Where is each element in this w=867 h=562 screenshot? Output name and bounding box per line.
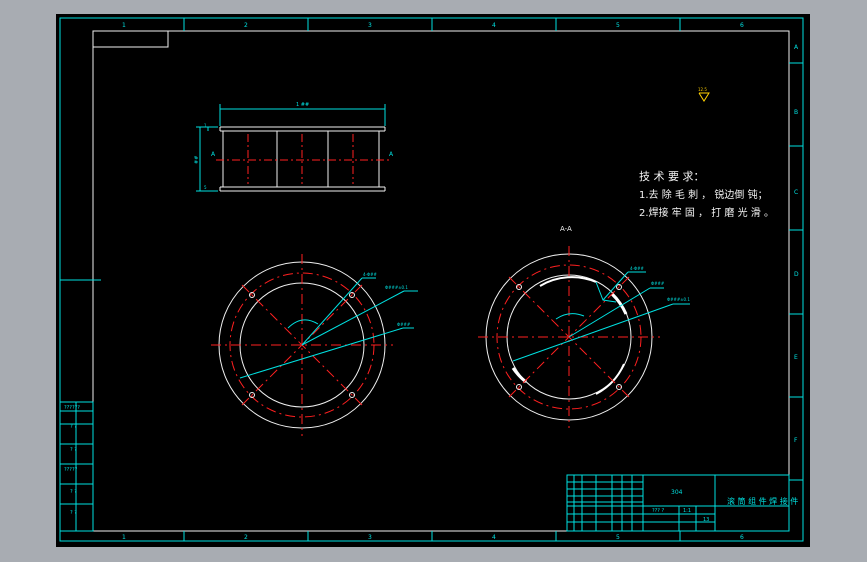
row-labels-right: A B C D E F xyxy=(794,44,799,444)
row-label: C xyxy=(794,189,798,196)
dim-inner: Φ### xyxy=(651,281,665,286)
surface-roughness-symbol: 12.5 xyxy=(698,87,710,102)
section-mark-right: A xyxy=(389,151,394,158)
technical-requirements: 技 术 要 求： 1.去 除 毛 刺 ， 锐边倒 钝； 2.焊接 牢 固 ， 打… xyxy=(639,170,774,219)
small-dimension: 1 xyxy=(204,123,207,128)
column-labels-bottom: 1 2 3 4 5 6 xyxy=(122,534,744,541)
height-dimension: ## xyxy=(194,156,200,164)
row-label: A xyxy=(794,44,799,51)
section-label: A-A xyxy=(560,225,572,233)
left-revision-table: ?????? ? ? ? ? ????? ? ? ? ? xyxy=(59,279,101,532)
dim-pcd: Φ###±0.1 xyxy=(385,285,408,290)
dim-slot: 4-Φ## xyxy=(630,266,644,271)
cad-viewport[interactable]: 1 2 3 4 5 6 1 2 3 4 5 6 A B C D E F ????… xyxy=(56,14,810,547)
tech-req-line1: 1.去 除 毛 刺 ， 锐边倒 钝； xyxy=(639,188,768,201)
top-left-box xyxy=(92,30,169,48)
roughness-value: 12.5 xyxy=(698,87,707,92)
scale: 1:1 xyxy=(683,508,691,514)
tech-req-title: 技 术 要 求： xyxy=(639,170,705,183)
right-circle-view: 4-Φ## Φ### Φ###±0.1 xyxy=(478,246,690,428)
drawing-code: ??? ? xyxy=(652,508,665,514)
table-cell: ?????? xyxy=(64,405,80,411)
small-dimension: 5 xyxy=(204,185,207,190)
col-label: 4 xyxy=(492,22,496,29)
col-label: 5 xyxy=(616,534,620,541)
col-label: 1 xyxy=(122,534,126,541)
row-label: E xyxy=(794,354,798,361)
col-label: 6 xyxy=(740,22,744,29)
table-cell: ? ? xyxy=(70,510,77,516)
dim-outer: Φ### xyxy=(397,322,411,327)
col-label: 5 xyxy=(616,22,620,29)
table-cell: ? ? xyxy=(70,424,77,430)
col-label: 4 xyxy=(492,534,496,541)
table-cell: ????? xyxy=(64,467,78,473)
row-label: F xyxy=(794,437,798,444)
sheet-number: 13 xyxy=(703,517,709,523)
front-view: 1 ## ## 1 5 A A xyxy=(194,102,394,192)
cad-drawing: 1 2 3 4 5 6 1 2 3 4 5 6 A B C D E F ????… xyxy=(59,17,804,542)
col-label: 2 xyxy=(244,22,248,29)
col-label: 1 xyxy=(122,22,126,29)
col-label: 3 xyxy=(368,22,372,29)
title-block: 304 滚 筒 组 件 焊 接 件 ??? ? 1:1 13 xyxy=(566,474,798,532)
table-cell: ? ? xyxy=(70,447,77,453)
table-cell: ? ? xyxy=(70,489,77,495)
dim-pcd: Φ###±0.1 xyxy=(667,297,690,302)
col-label: 2 xyxy=(244,534,248,541)
inner-border xyxy=(92,30,790,532)
left-circle-view: 4-Φ## Φ###±0.1 Φ### xyxy=(211,254,418,436)
dim-holes: 4-Φ## xyxy=(363,272,377,277)
col-label: 3 xyxy=(368,534,372,541)
row-label: D xyxy=(794,271,799,278)
section-mark-left: A xyxy=(211,151,216,158)
material: 304 xyxy=(671,489,683,496)
zone-ticks xyxy=(183,18,803,541)
col-label: 6 xyxy=(740,534,744,541)
title-block-grid xyxy=(567,475,644,531)
row-label: B xyxy=(794,109,798,116)
tech-req-line2: 2.焊接 牢 固 ， 打 磨 光 滑 。 xyxy=(639,206,774,219)
column-labels-top: 1 2 3 4 5 6 xyxy=(122,22,744,29)
outer-border xyxy=(59,17,804,542)
part-name: 滚 筒 组 件 焊 接 件 xyxy=(727,496,798,506)
width-dimension: 1 ## xyxy=(296,102,309,108)
